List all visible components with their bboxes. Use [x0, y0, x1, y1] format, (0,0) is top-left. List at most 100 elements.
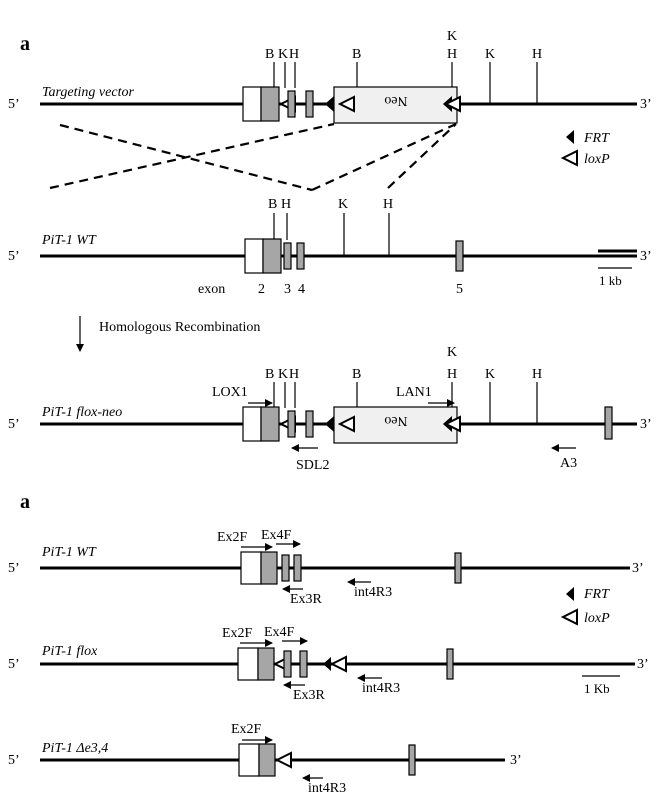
- site-h: H: [383, 197, 393, 212]
- exon-3: [283, 242, 292, 270]
- wt-label: PiT-1 WT: [41, 545, 97, 560]
- frt-icon: [325, 416, 334, 432]
- primer-a3-label: A3: [560, 456, 577, 471]
- legend-loxp-label: loxP: [584, 152, 610, 167]
- exon-2-utr: [242, 406, 262, 442]
- recombination-label: Homologous Recombination: [99, 320, 260, 335]
- frt-icon: [566, 130, 574, 144]
- loxp-icon: [329, 655, 347, 673]
- exon-4: [305, 410, 314, 438]
- loxp-icon: [337, 415, 355, 433]
- exon-2: [258, 743, 276, 777]
- exon-2-utr: [238, 743, 260, 777]
- site-b: B: [265, 367, 274, 382]
- site-k: K: [278, 47, 288, 62]
- five-prime-label: 5’: [8, 561, 20, 576]
- exon-3: [281, 554, 290, 582]
- primer-ex2f-label: Ex2F: [231, 722, 262, 737]
- legend-top: FRT loxP: [560, 130, 610, 167]
- exon-number: 3: [284, 282, 291, 297]
- flox-neo-map: PiT-1 flox-neo 5’ 3’ B K H B K H K H Neo…: [8, 345, 652, 473]
- loxp-icon: [443, 415, 461, 433]
- primer-ex3r-label: Ex3R: [290, 592, 323, 607]
- exon-number: 2: [258, 282, 265, 297]
- exon-4: [299, 650, 308, 678]
- loxp-icon: [337, 95, 355, 113]
- site-b: B: [265, 47, 274, 62]
- targeting-vector-map: Targeting vector 5’ 3’ B K H B K H K H N…: [8, 29, 652, 124]
- recombination-step: Homologous Recombination: [76, 316, 260, 352]
- primer-ex3r-label: Ex3R: [293, 688, 326, 703]
- scale-bar-label: 1 Kb: [584, 681, 610, 696]
- site-b: B: [352, 47, 361, 62]
- exon-5: [408, 744, 416, 776]
- primer-ex4f-label: Ex4F: [264, 625, 295, 640]
- exon-3: [287, 410, 296, 438]
- frt-icon: [323, 657, 331, 671]
- exon-2-utr: [240, 551, 262, 585]
- legend-frt-label: FRT: [583, 131, 610, 146]
- loxp-icon: [560, 149, 578, 167]
- site-b: B: [268, 197, 277, 212]
- exon-3: [287, 90, 296, 118]
- deletion-primer-map: PiT-1 Δe3,4 5’ 3’ Ex2F int4R3: [8, 722, 522, 796]
- exon-2-utr: [244, 238, 264, 274]
- site-h: H: [532, 367, 542, 382]
- neo-label: Neo: [384, 93, 407, 108]
- scale-bar-label: 1 kb: [599, 273, 622, 288]
- exon-5: [455, 240, 464, 272]
- site-k: K: [278, 367, 288, 382]
- exon-3: [283, 650, 292, 678]
- site-h: H: [289, 367, 299, 382]
- exon-2: [260, 406, 280, 442]
- exon-4: [293, 554, 302, 582]
- primer-sdl2-label: SDL2: [296, 458, 329, 473]
- loxp-icon: [274, 751, 292, 769]
- exon-5: [604, 406, 613, 440]
- five-prime-label: 5’: [8, 97, 20, 112]
- flox-neo-label: PiT-1 flox-neo: [41, 405, 122, 420]
- primer-int4r3-label: int4R3: [362, 681, 400, 696]
- three-prime-label: 3’: [632, 561, 644, 576]
- exon-5: [454, 552, 462, 584]
- exon-number: 5: [456, 282, 463, 297]
- legend-loxp-label: loxP: [584, 611, 610, 626]
- exon-4: [305, 90, 314, 118]
- wt-locus-map: PiT-1 WT 5’ 3’ B H K H exon 2 3 4 5 1 kb: [8, 197, 652, 297]
- three-prime-label: 3’: [640, 97, 652, 112]
- neo-label: Neo: [384, 413, 407, 428]
- crossover-lines: [49, 122, 457, 192]
- site-h: H: [281, 197, 291, 212]
- flox-primer-map: PiT-1 flox 5’ 3’ Ex2F Ex4F Ex3R int4R3 1…: [8, 625, 649, 703]
- targeting-vector-label: Targeting vector: [42, 85, 134, 100]
- site-k: K: [447, 29, 457, 44]
- exon-2: [260, 86, 280, 122]
- three-prime-label: 3’: [510, 753, 522, 768]
- exon-4: [296, 242, 305, 270]
- primer-lan1-label: LAN1: [396, 385, 432, 400]
- site-h: H: [447, 47, 457, 62]
- primer-ex2f-label: Ex2F: [217, 530, 248, 545]
- loxp-icon: [443, 95, 461, 113]
- three-prime-label: 3’: [637, 657, 649, 672]
- wt-label: PiT-1 WT: [41, 233, 97, 248]
- exon-number: 4: [298, 282, 305, 297]
- site-k: K: [485, 47, 495, 62]
- flox-label: PiT-1 flox: [41, 644, 98, 659]
- exon-2: [257, 647, 275, 681]
- site-h: H: [532, 47, 542, 62]
- exon-2-utr: [242, 86, 262, 122]
- frt-icon: [325, 96, 334, 112]
- five-prime-label: 5’: [8, 753, 20, 768]
- exon-2: [262, 238, 282, 274]
- panel-label-top: a: [20, 33, 30, 55]
- site-h: H: [289, 47, 299, 62]
- legend-bottom: FRT loxP: [560, 587, 610, 626]
- deletion-label: PiT-1 Δe3,4: [41, 741, 108, 756]
- five-prime-label: 5’: [8, 249, 20, 264]
- exon-word-label: exon: [198, 282, 225, 297]
- frt-icon: [566, 587, 574, 601]
- site-k: K: [447, 345, 457, 360]
- exon-2-utr: [237, 647, 259, 681]
